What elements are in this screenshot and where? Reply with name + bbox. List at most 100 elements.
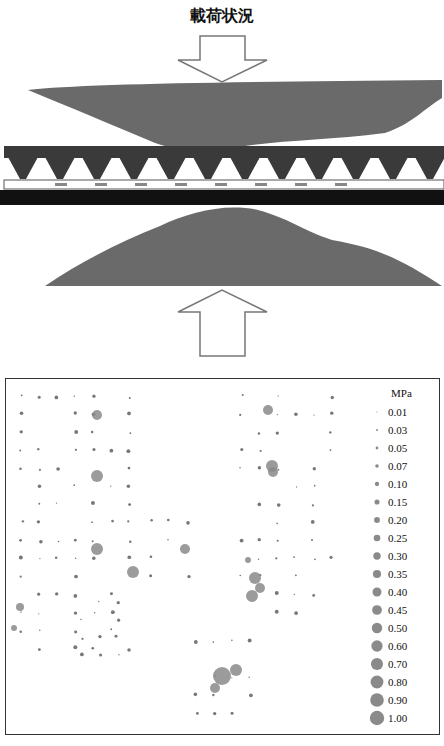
pressure-blob bbox=[268, 467, 278, 477]
legend-value: 0.05 bbox=[388, 442, 407, 454]
pressure-dot bbox=[92, 395, 95, 398]
pressure-dot bbox=[117, 619, 120, 622]
pressure-dot bbox=[276, 523, 278, 525]
pressure-dot bbox=[231, 640, 233, 642]
legend-dot-sample bbox=[368, 422, 386, 438]
pressure-dot bbox=[258, 466, 261, 469]
pressure-dot bbox=[240, 539, 244, 543]
pressure-dot bbox=[314, 558, 316, 560]
pressure-dot bbox=[99, 654, 102, 657]
legend-row: 0.35 bbox=[368, 566, 407, 582]
sheet-tooth bbox=[341, 157, 371, 179]
legend-value: 0.35 bbox=[388, 568, 407, 580]
pressure-dot bbox=[295, 574, 297, 576]
legend-row: 0.10 bbox=[368, 476, 407, 492]
legend-dot-sample bbox=[368, 584, 386, 600]
pressure-dot bbox=[75, 449, 77, 451]
legend-row: 1.00 bbox=[368, 710, 407, 726]
pressure-blob bbox=[210, 683, 220, 693]
pressure-dot bbox=[313, 414, 314, 415]
legend-row: 0.60 bbox=[368, 638, 407, 654]
pressure-dot bbox=[74, 630, 77, 633]
pressure-dot bbox=[129, 397, 131, 399]
legend-value: 0.50 bbox=[388, 622, 407, 634]
pressure-dot bbox=[92, 556, 96, 560]
pressure-dot bbox=[98, 635, 101, 638]
pressure-dot bbox=[278, 395, 279, 396]
legend-row: 0.50 bbox=[368, 620, 407, 636]
pressure-blob bbox=[263, 405, 273, 415]
legend-row: 0.03 bbox=[368, 422, 407, 438]
pressure-blob bbox=[213, 667, 231, 685]
legend-row: 0.25 bbox=[368, 530, 407, 546]
legend-value: 0.20 bbox=[388, 514, 407, 526]
legend-dot bbox=[376, 447, 379, 450]
pressure-dot bbox=[19, 556, 23, 560]
pressure-dots bbox=[11, 394, 334, 715]
legend-dot-sample bbox=[368, 710, 386, 726]
legend-dot-sample bbox=[368, 674, 386, 690]
pressure-dot bbox=[240, 448, 243, 451]
pressure-dot bbox=[127, 555, 131, 559]
legend-row: 0.20 bbox=[368, 512, 407, 528]
pressure-dot bbox=[294, 594, 295, 595]
legend-dot bbox=[373, 570, 381, 578]
pressure-dot bbox=[80, 653, 84, 657]
pressure-dot bbox=[73, 645, 77, 649]
legend-value: 0.90 bbox=[388, 694, 407, 706]
pressure-dot bbox=[129, 541, 131, 543]
legend-dot-sample bbox=[368, 656, 386, 672]
pressure-dot bbox=[277, 540, 279, 542]
pressure-dot bbox=[213, 712, 216, 715]
sensor-cell bbox=[215, 183, 227, 186]
pressure-dot bbox=[231, 677, 232, 678]
legend-value: 0.40 bbox=[388, 586, 407, 598]
pressure-dot bbox=[194, 693, 198, 697]
pressure-dot bbox=[187, 575, 190, 578]
legend-dot-sample bbox=[368, 440, 386, 456]
pressure-dot bbox=[127, 412, 131, 416]
legend-row: 0.70 bbox=[368, 656, 407, 672]
pressure-dot bbox=[74, 430, 78, 434]
legend-dot-sample bbox=[368, 638, 386, 654]
pressure-dot bbox=[127, 484, 131, 488]
sheet-band bbox=[4, 146, 444, 158]
pressure-blob bbox=[246, 590, 258, 602]
pressure-dot bbox=[277, 503, 281, 507]
pressure-dot bbox=[296, 486, 297, 487]
pressure-dot bbox=[92, 540, 94, 542]
legend-dot bbox=[374, 517, 380, 523]
legend-dot bbox=[376, 429, 378, 431]
legend-value: 0.10 bbox=[388, 478, 407, 490]
sheet-tooth bbox=[45, 157, 75, 179]
sheet-tooth bbox=[156, 157, 186, 179]
sheet-tooth bbox=[415, 157, 444, 179]
lower-body bbox=[45, 208, 442, 286]
pressure-dot bbox=[37, 593, 40, 596]
sheet-tooth bbox=[82, 157, 112, 179]
pressure-dot bbox=[127, 648, 130, 651]
sheet-tooth bbox=[304, 157, 334, 179]
pressure-blob bbox=[230, 664, 242, 676]
pressure-dot bbox=[314, 485, 316, 487]
legend-dot-sample bbox=[368, 602, 386, 618]
title: 載荷状況 bbox=[190, 6, 254, 27]
sheet-tooth bbox=[193, 157, 223, 179]
pressure-blob bbox=[11, 625, 17, 631]
pressure-dot bbox=[110, 486, 111, 487]
load-arrow bbox=[178, 290, 267, 356]
legend-dot bbox=[375, 482, 379, 486]
pressure-dot bbox=[20, 576, 22, 578]
pressure-blob bbox=[180, 544, 190, 554]
pressure-dot bbox=[194, 640, 198, 644]
pressure-dot bbox=[19, 450, 21, 452]
pressure-dot bbox=[331, 396, 334, 399]
pressure-map-frame bbox=[6, 379, 440, 735]
legend-dot bbox=[373, 552, 380, 559]
pressure-dot bbox=[74, 575, 78, 579]
pressure-dot bbox=[110, 449, 114, 453]
pressure-dot bbox=[38, 396, 41, 399]
pressure-dot bbox=[111, 610, 115, 614]
pressure-blob bbox=[92, 410, 102, 420]
